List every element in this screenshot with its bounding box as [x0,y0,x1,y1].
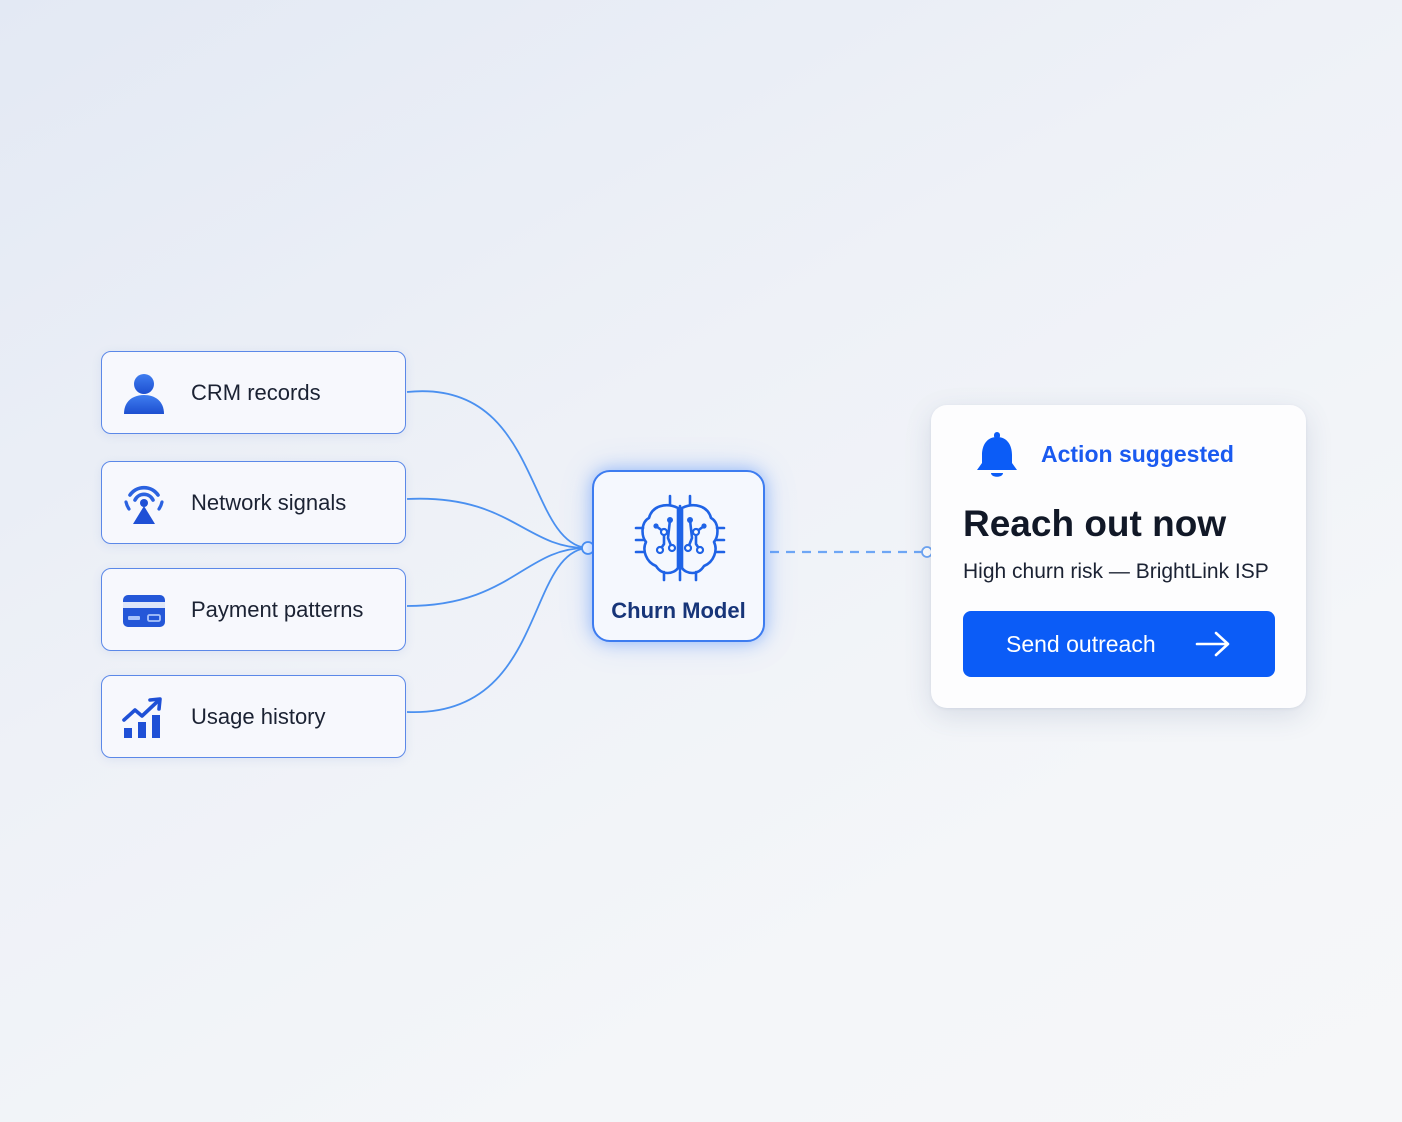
user-icon [122,372,166,416]
credit-card-icon [122,589,166,633]
action-suggestion-card: Action suggested Reach out now High chur… [931,405,1306,708]
connector-usage [406,547,587,713]
source-card-network-signals[interactable]: Network signals [101,461,406,544]
connector-network [406,497,587,549]
source-card-usage-history[interactable]: Usage history [101,675,406,758]
bell-icon [974,431,1020,481]
action-headline: Reach out now [963,503,1227,544]
source-label: Usage history [191,703,326,729]
connector-crm [406,390,587,549]
signal-tower-icon [122,482,166,526]
connector-payment [406,547,587,607]
action-subtext: High churn risk — BrightLink ISP [963,560,1269,583]
bar-chart-trend-icon [122,696,166,740]
source-label: CRM records [191,379,321,405]
source-card-crm-records[interactable]: CRM records [101,351,406,434]
model-label: Churn Model [611,598,746,623]
source-card-payment-patterns[interactable]: Payment patterns [101,568,406,651]
send-outreach-button[interactable]: Send outreach [963,611,1275,677]
source-label: Network signals [191,489,347,515]
source-label: Payment patterns [191,596,364,622]
arrow-right-icon [1195,631,1231,657]
send-outreach-label: Send outreach [1006,631,1156,657]
brain-chip-icon [634,492,726,584]
churn-model-node[interactable]: Churn Model [592,470,765,642]
action-badge: Action suggested [1041,441,1234,467]
